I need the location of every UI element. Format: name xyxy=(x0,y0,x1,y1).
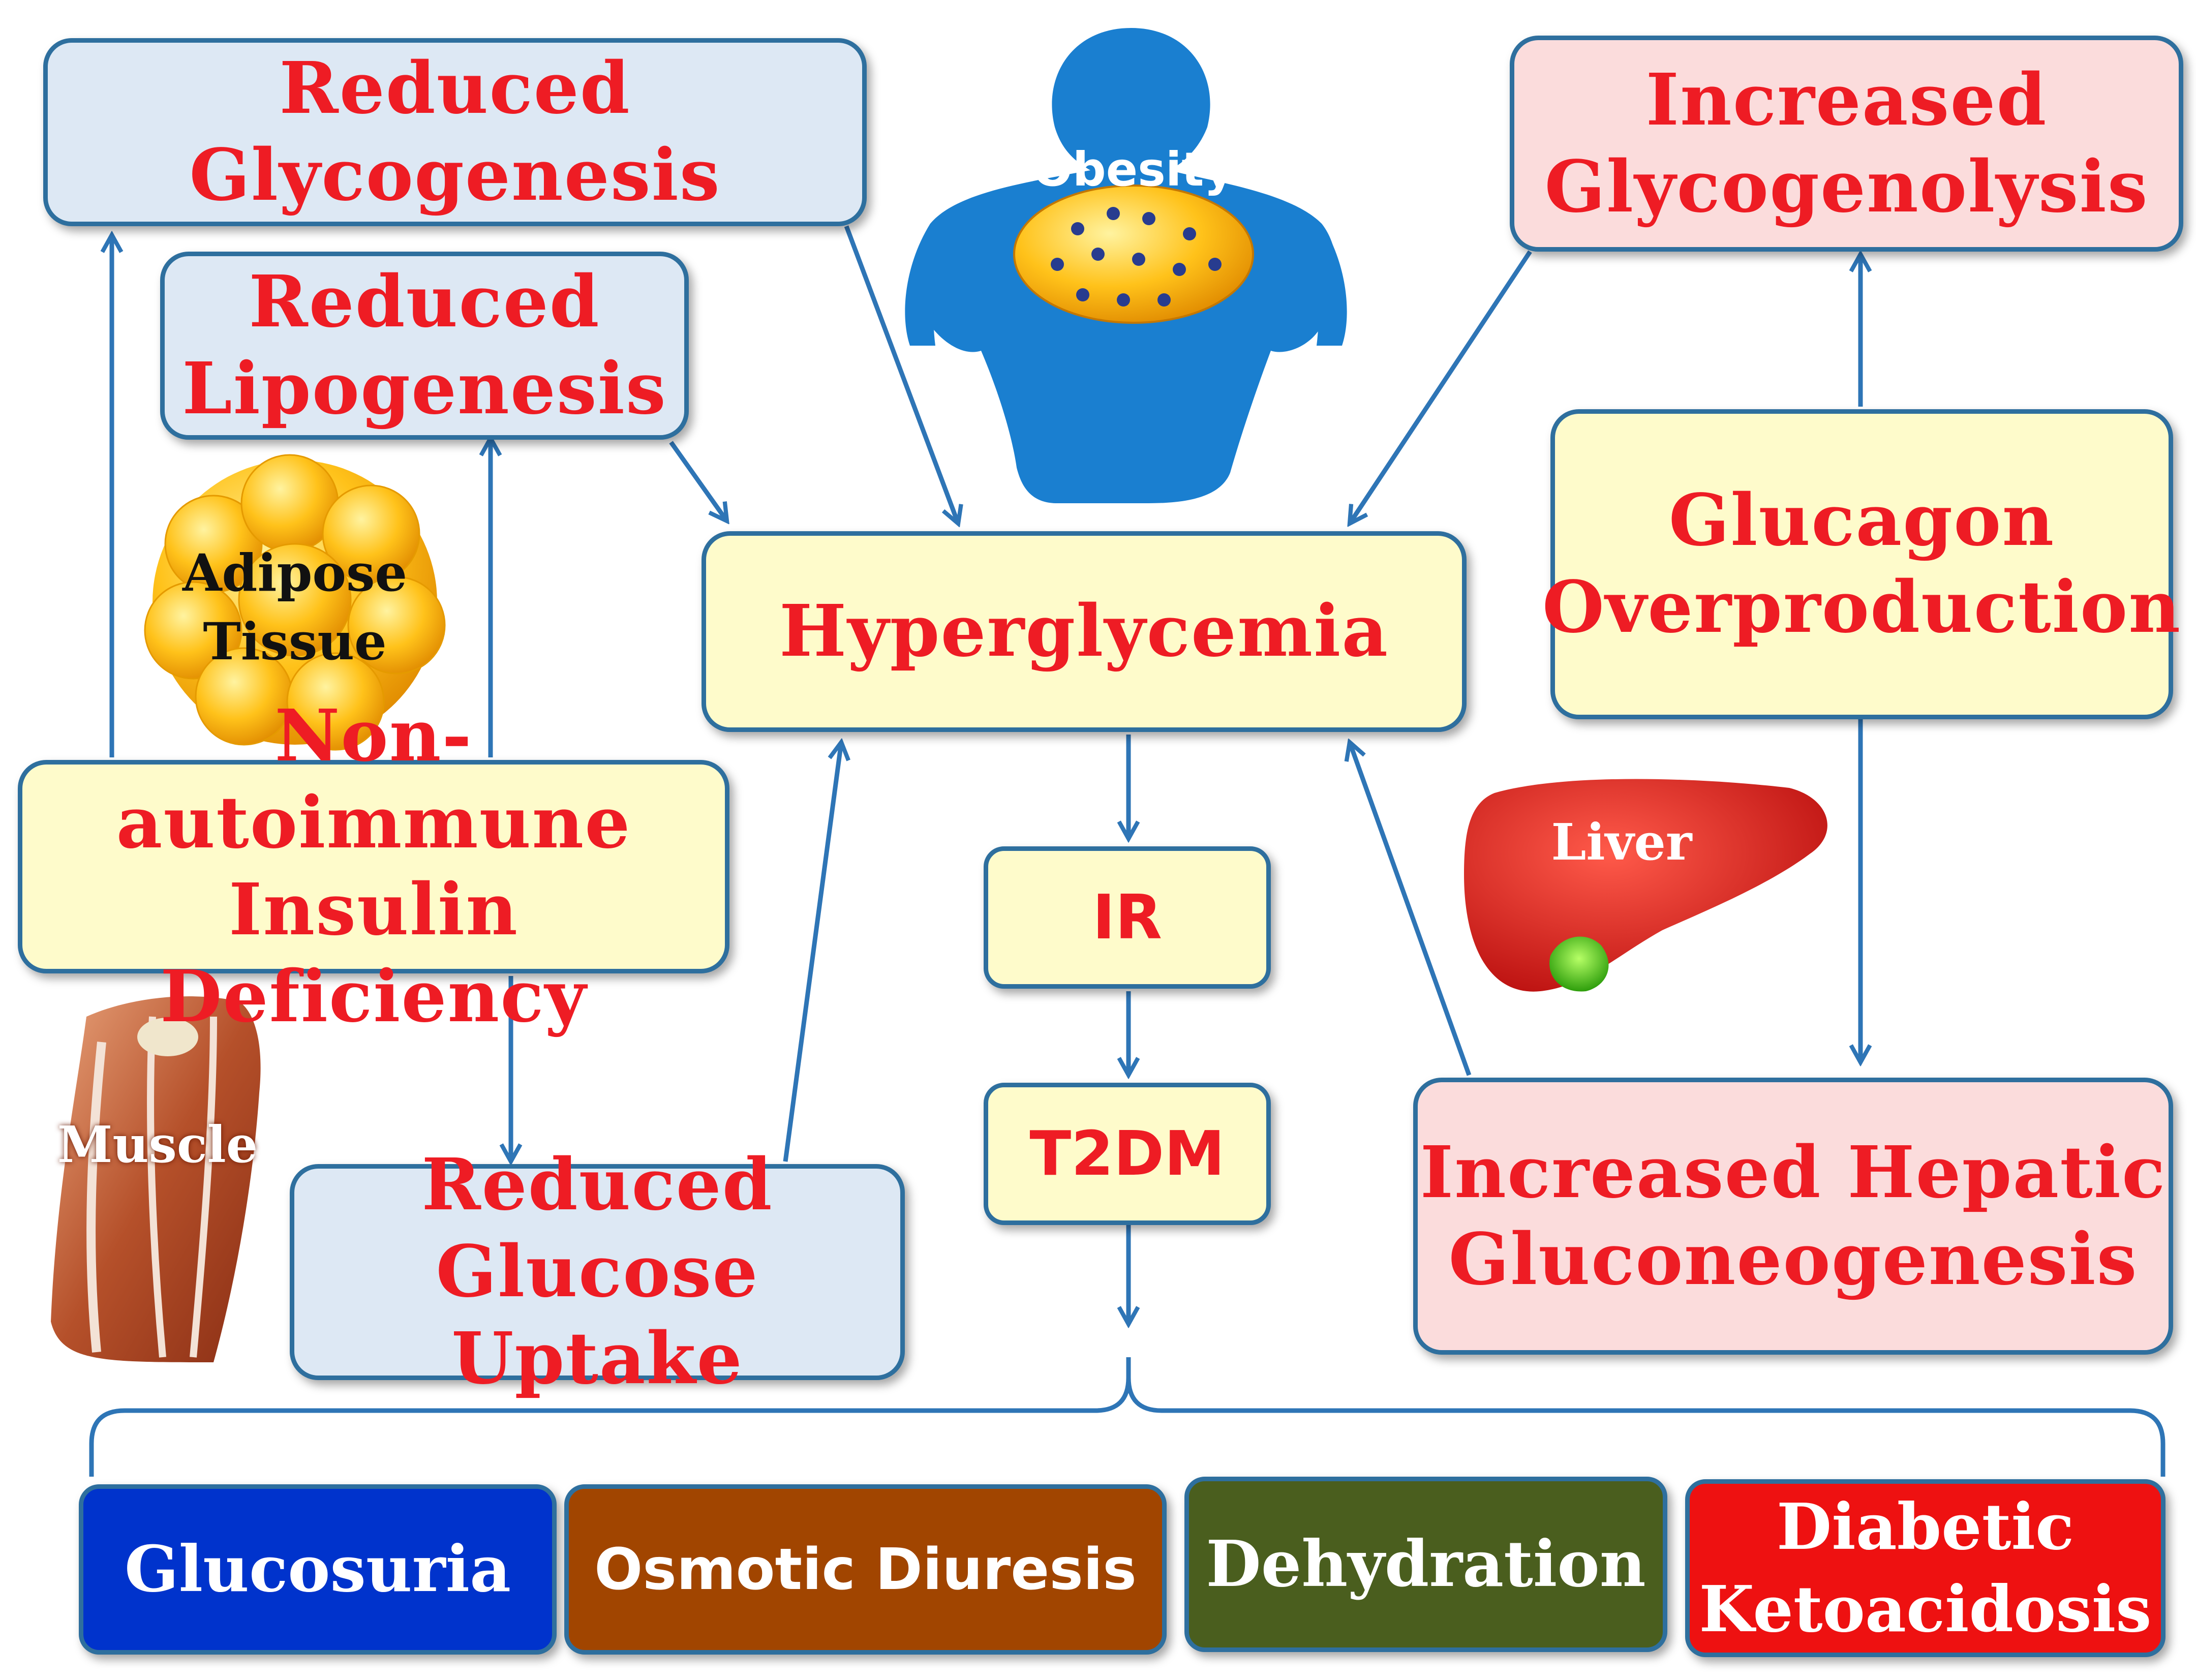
reduced-glucose-uptake-box: Reduced Glucose Uptake xyxy=(290,1143,905,1400)
increased-glycogenolysis-text: Increased Glycogenolysis xyxy=(1544,58,2149,229)
t2dm-text: T2DM xyxy=(1029,1118,1225,1189)
arrow-hepatic-to-hyperglycemia xyxy=(1350,742,1472,1076)
liver-label: Liver xyxy=(1551,813,1692,872)
outcome-osmotic-diuresis-text: Osmotic Diuresis xyxy=(594,1536,1137,1603)
adipose-tissue-icon xyxy=(144,454,446,751)
arrows xyxy=(89,225,2166,1477)
t2dm-box: T2DM xyxy=(984,1083,1271,1225)
ir-text: IR xyxy=(1092,882,1163,953)
outcome-dehydration-text: Dehydration xyxy=(1206,1527,1646,1602)
liver-icon xyxy=(1464,779,1827,992)
muscle-label: Muscle xyxy=(57,1116,258,1174)
obesity-label: Obesity xyxy=(1032,142,1235,197)
arrow-uptake-to-hyperglycemia xyxy=(783,742,841,1162)
reduced-glucose-uptake-text: Reduced Glucose Uptake xyxy=(421,1143,773,1400)
arrow-lipogenesis-to-hyperglycemia xyxy=(669,441,727,521)
reduced-glycogenesis-box: Reduced Glycogenesis xyxy=(43,38,867,226)
arrow-glycogenesis-to-hyperglycemia xyxy=(844,225,958,524)
muscle-icon xyxy=(51,996,261,1362)
glucagon-overproduction-box: Glucagon Overproduction xyxy=(1542,409,2180,719)
arrow-glycogenolysis-to-hyperglycemia xyxy=(1350,250,1532,524)
non-autoimmune-insulin-deficiency-text: Non-autoimmune Insulin Deficiency xyxy=(116,694,631,1038)
outcomes-bracket xyxy=(89,1357,2166,1477)
outcome-diabetic-ketoacidosis: Diabetic Ketoacidosis xyxy=(1685,1479,2166,1657)
hyperglycemia-text: Hyperglycemia xyxy=(779,590,1389,674)
obesity-silhouette-icon xyxy=(905,28,1347,503)
outcome-diabetic-ketoacidosis-text: Diabetic Ketoacidosis xyxy=(1699,1489,2152,1647)
reduced-lipogenesis-text: Reduced Lipogenesis xyxy=(182,260,667,431)
increased-hepatic-gluconeogenesis-box: Increased Hepatic Gluconeogenesis xyxy=(1413,1078,2173,1355)
outcome-glucosuria: Glucosuria xyxy=(79,1484,557,1655)
ir-box: IR xyxy=(984,846,1271,989)
non-autoimmune-insulin-deficiency-box: Non-autoimmune Insulin Deficiency xyxy=(18,694,729,1038)
adipose-tissue-label: Adipose Tissue xyxy=(182,543,408,671)
reduced-glycogenesis-text: Reduced Glycogenesis xyxy=(189,47,721,217)
increased-hepatic-gluconeogenesis-text: Increased Hepatic Gluconeogenesis xyxy=(1420,1131,2167,1301)
hyperglycemia-box: Hyperglycemia xyxy=(702,531,1467,732)
increased-glycogenolysis-box: Increased Glycogenolysis xyxy=(1510,36,2183,252)
reduced-lipogenesis-box: Reduced Lipogenesis xyxy=(160,252,689,440)
outcome-glucosuria-text: Glucosuria xyxy=(124,1532,511,1607)
glucagon-overproduction-text: Glucagon Overproduction xyxy=(1542,479,2182,649)
outcome-dehydration: Dehydration xyxy=(1184,1477,1667,1652)
outcome-osmotic-diuresis: Osmotic Diuresis xyxy=(564,1484,1167,1655)
